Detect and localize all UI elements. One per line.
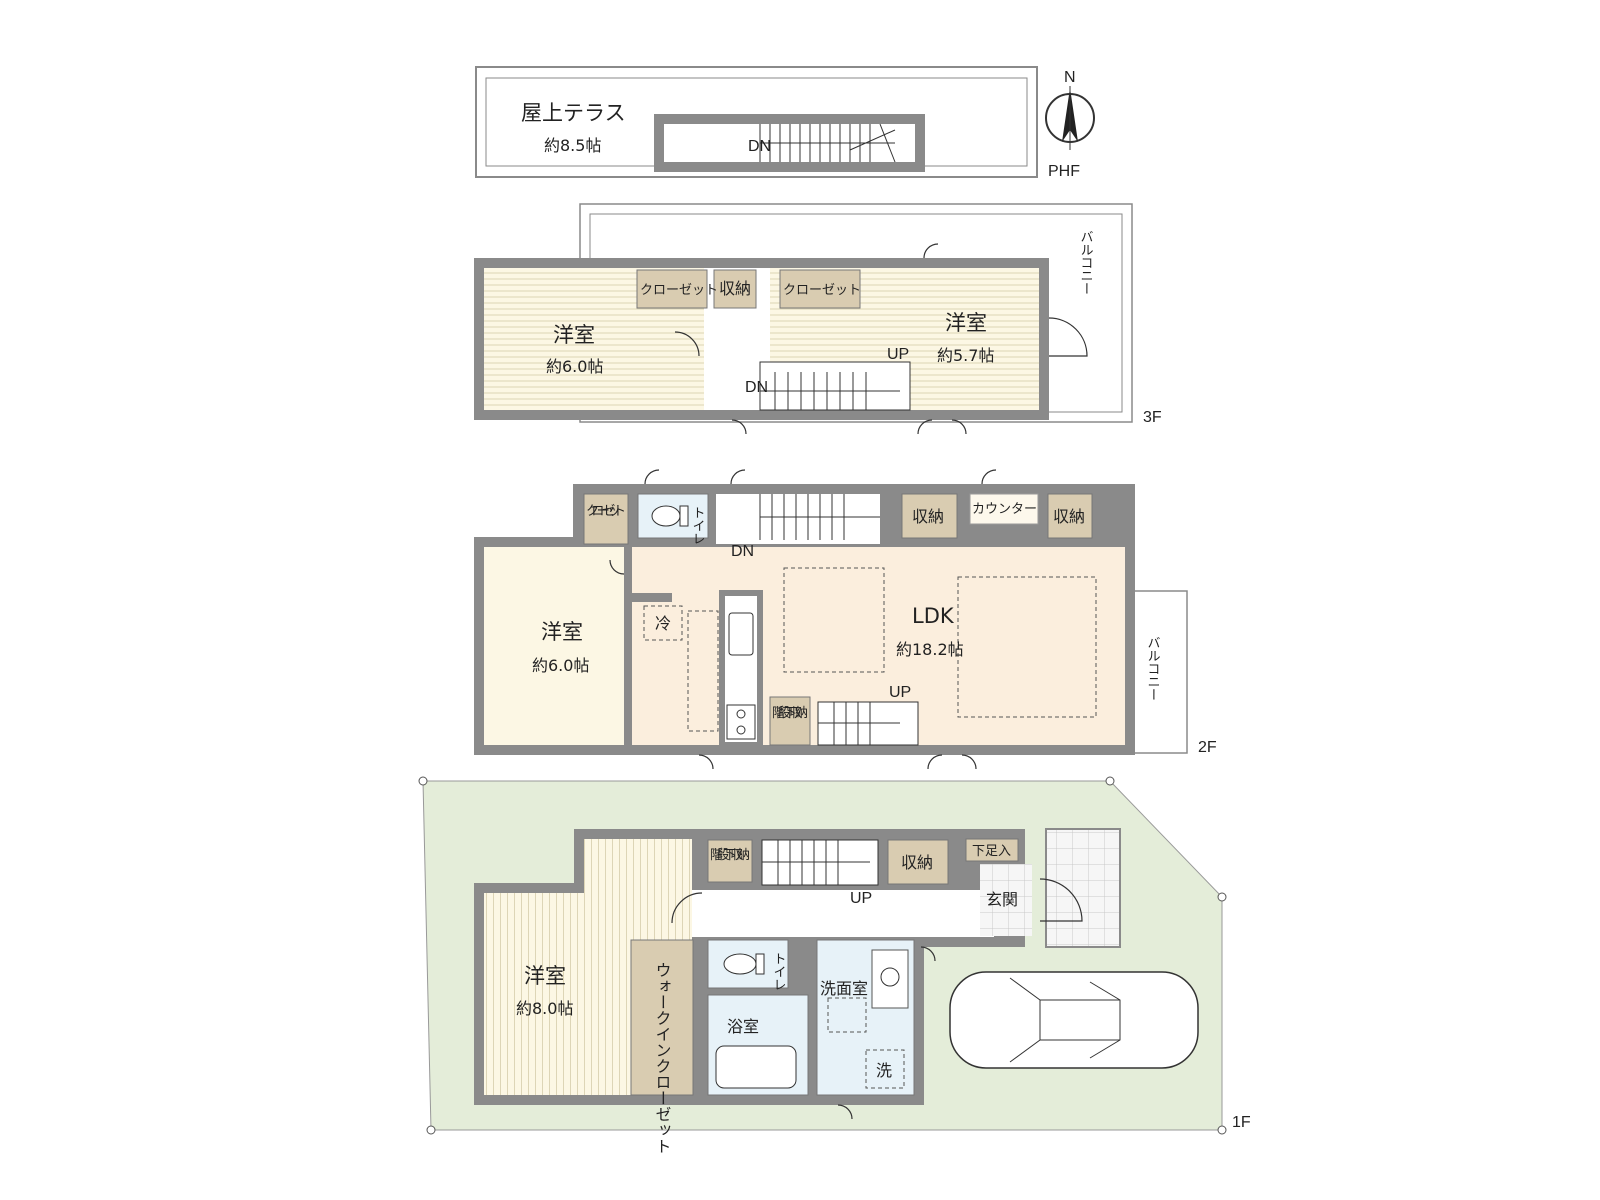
under-stair-storage-2f-label: 階段下収納	[772, 706, 808, 721]
room-3f-west-area: 約6.0帖	[546, 357, 603, 376]
closet-2f-label: クローゼット	[586, 504, 626, 519]
phf-floor-label: PHF	[1048, 163, 1080, 180]
under-stair-storage-1f-label: 階段下収納	[710, 848, 750, 863]
room-1f-west-area: 約8.0帖	[516, 999, 573, 1018]
under-stair-storage-2f	[769, 696, 811, 746]
floor-2f-label: 2F	[1198, 739, 1217, 756]
compass-north-label: N	[1064, 69, 1076, 86]
storage-1f-label: 収納	[901, 853, 933, 872]
roof-terrace-name: 屋上テラス	[521, 101, 626, 125]
shoe-storage-1f	[965, 838, 1019, 862]
toilet-1f-icon	[723, 953, 765, 975]
room-2f-west-name: 洋室	[541, 620, 583, 644]
balcony-2f-outline	[1132, 590, 1188, 754]
walk-in-closet-1f	[630, 939, 694, 1096]
fridge-2f-label: 冷	[655, 614, 671, 633]
floor-1f-label: 1F	[1232, 1114, 1251, 1131]
dining-zone	[783, 567, 885, 673]
storage-2f-1	[901, 493, 958, 539]
bathtub-icon	[715, 1045, 797, 1089]
stairs-3f-down-label: DN	[745, 379, 768, 396]
closet-3f-1	[636, 269, 708, 309]
walk-in-closet-1f-label: ウォークインクローゼット	[653, 962, 672, 1154]
floor-3f-label: 3F	[1143, 409, 1162, 426]
room-3f-west-name: 洋室	[553, 323, 595, 347]
shoe-storage-1f-label: 下足入	[972, 844, 1011, 859]
stove-icon	[726, 704, 756, 740]
storage-2f-2-label: 収納	[1053, 507, 1085, 526]
living-zone	[957, 576, 1097, 718]
ldk-name: LDK	[912, 604, 955, 628]
floor-phf: 屋上テラス 約8.5帖 DN N PHF	[475, 66, 1095, 180]
washer-space	[865, 1049, 905, 1089]
compass-icon	[1045, 86, 1095, 150]
stairs-1f	[762, 840, 870, 885]
washer-1f-label: 洗	[876, 1061, 892, 1080]
stairs-2f-down-label: DN	[731, 543, 754, 560]
closet-2f	[583, 493, 629, 545]
floor-2f: クローゼット トイレ DN 収納 カウンター 収納 冷	[474, 469, 1217, 770]
toilet-2f-label: トイレ	[690, 506, 705, 545]
stairs-2f-bottom	[818, 702, 900, 745]
stairs-3f-up-label: UP	[887, 346, 909, 363]
room-3f-east-area: 約5.7帖	[937, 346, 994, 365]
counter-2f	[969, 493, 1039, 525]
room-2f-west-area: 約6.0帖	[532, 656, 589, 675]
floor-1f: 階段下収納 UP 収納 下足入 玄関 ウォークインクローゼット トイレ	[418, 776, 1251, 1154]
room-3f-east-name: 洋室	[945, 311, 987, 335]
balcony-3f-label: バルコニー	[1078, 230, 1094, 295]
washstand-icon	[871, 949, 909, 1009]
stairs-2f-top	[759, 494, 880, 540]
storage-2f-2	[1047, 493, 1093, 539]
toilet-2f-icon	[651, 505, 689, 527]
fridge-2f	[643, 605, 683, 641]
counter-2f-label: カウンター	[972, 502, 1037, 517]
phf-stair-treads	[759, 123, 896, 163]
stairs-2f-up-label: UP	[889, 684, 911, 701]
roof-terrace-area: 約8.5帖	[544, 136, 601, 155]
storage-1f	[887, 839, 949, 885]
phf-stairs-down-label: DN	[748, 138, 771, 155]
closet-3f-2	[779, 269, 861, 309]
closet-3f-2-label: クローゼット	[783, 283, 861, 298]
stairs-1f-up-label: UP	[850, 890, 872, 907]
stairs-3f	[760, 372, 900, 410]
room-2f-west	[484, 547, 624, 745]
bath-1f-label: 浴室	[727, 1017, 759, 1036]
entrance-1f	[980, 864, 1032, 936]
porch-tile	[1045, 828, 1121, 948]
under-stair-storage-1f	[707, 839, 753, 883]
entrance-1f-label: 玄関	[986, 890, 1018, 909]
closet-3f-1-label: クローゼット	[640, 283, 718, 298]
sink-icon	[728, 612, 754, 656]
ldk-area: 約18.2帖	[896, 640, 964, 659]
car-icon	[949, 971, 1199, 1069]
storage-3f	[713, 269, 757, 309]
balcony-2f-label: バルコニー	[1145, 636, 1161, 701]
storage-3f-label: 収納	[719, 279, 751, 298]
storage-2f-1-label: 収納	[912, 507, 944, 526]
toilet-1f-label: トイレ	[771, 952, 786, 991]
room-1f-west-name: 洋室	[524, 964, 566, 988]
floor-3f: クローゼット 収納 クローゼット UP DN 洋室 約6.0帖 洋室 約5.7帖…	[474, 203, 1162, 435]
washroom-1f-label: 洗面室	[820, 979, 868, 998]
